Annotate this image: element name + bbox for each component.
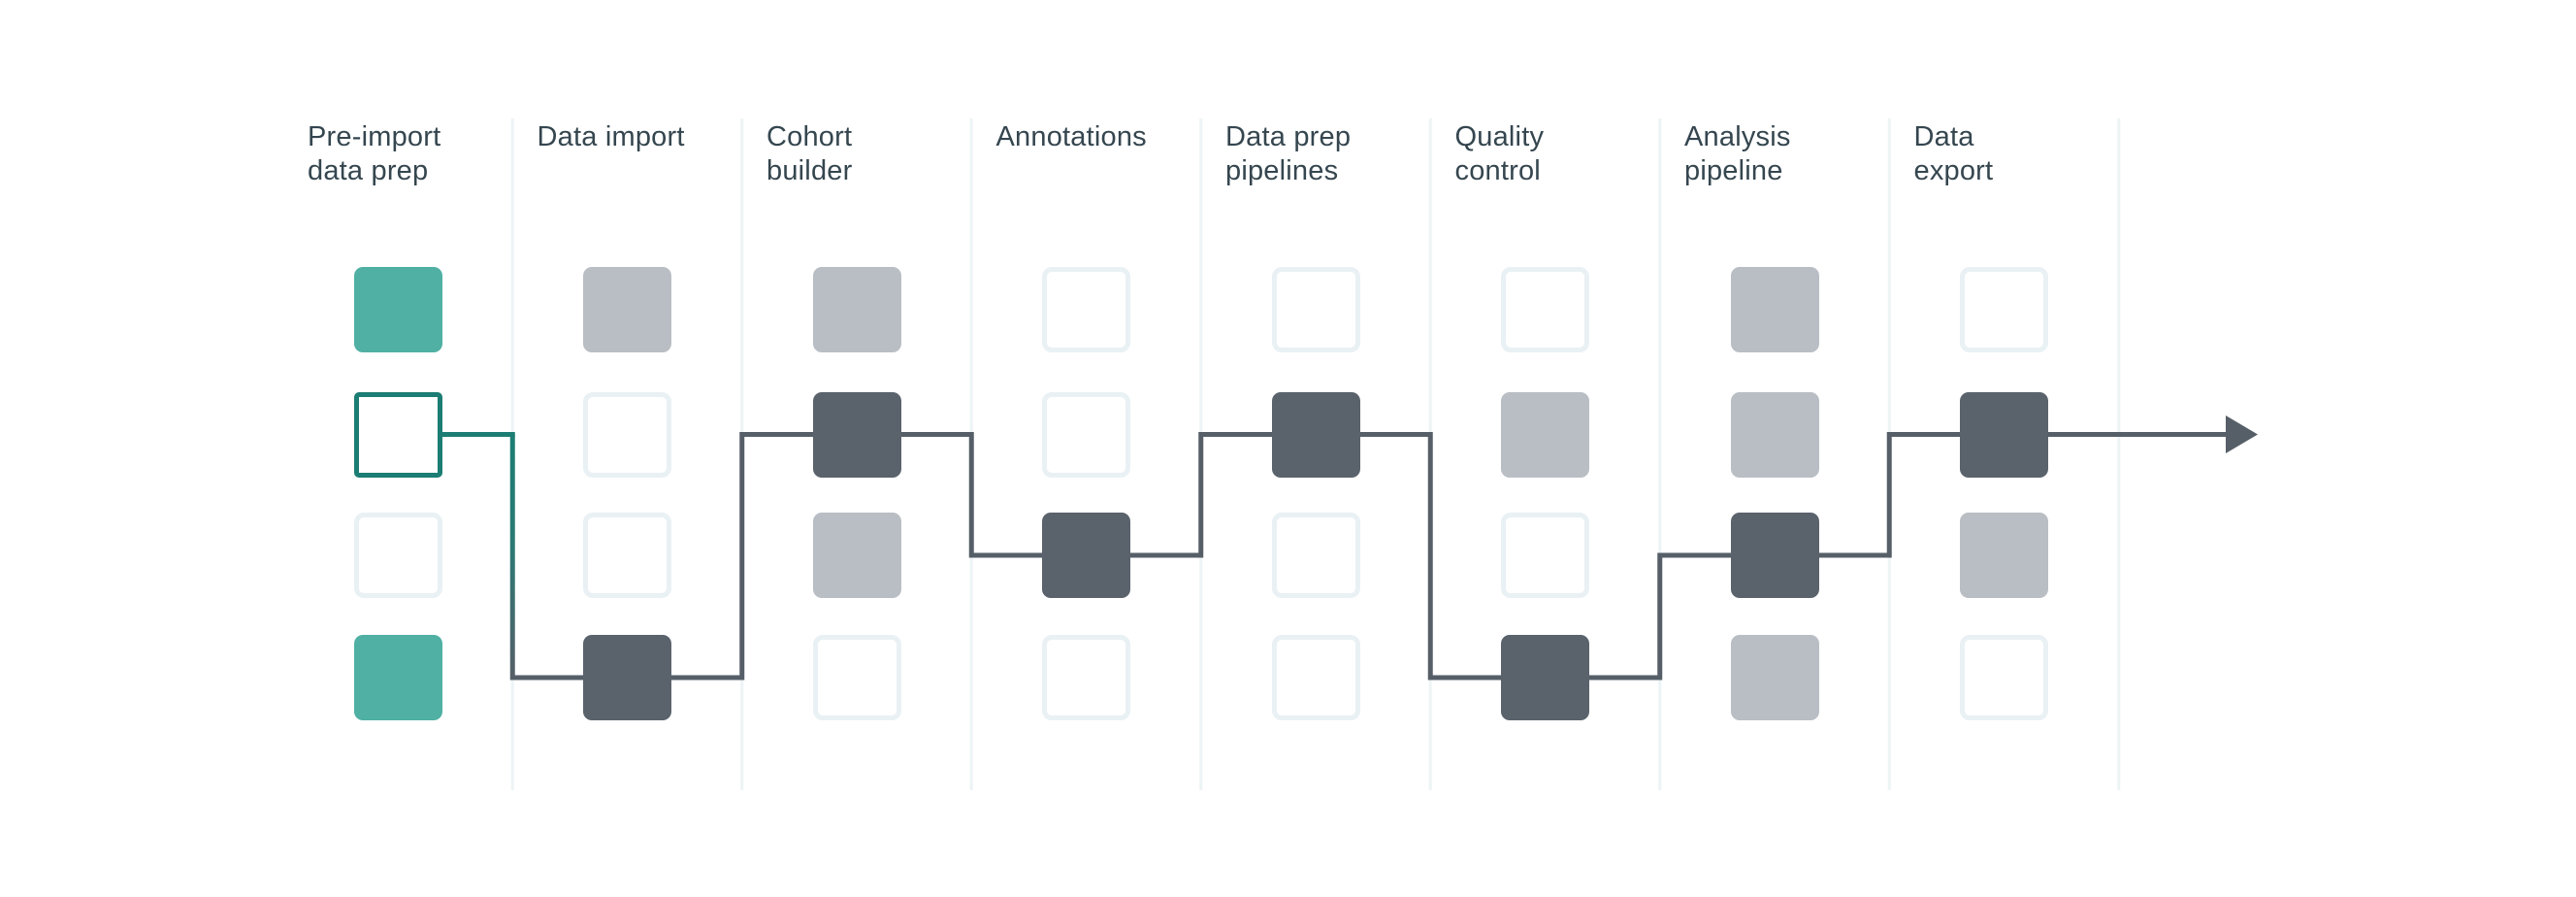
cell-c8-r3-gray <box>1960 513 2048 598</box>
cell-c4-r4-empty <box>1042 635 1130 720</box>
cell-c1-r2-start <box>353 391 442 478</box>
cell-c3-r4-empty <box>812 635 901 720</box>
column-label-6: Quality control <box>1454 121 1545 186</box>
cell-c6-r3-empty <box>1501 513 1589 598</box>
cell-c1-r1-teal <box>353 267 442 352</box>
cell-c4-r2-empty <box>1042 391 1130 478</box>
column-label-7: Analysis pipeline <box>1684 121 1791 186</box>
cell-c4-r3-path <box>1042 513 1130 598</box>
cell-c3-r1-gray <box>812 267 901 352</box>
cell-c3-r2-path <box>812 391 901 478</box>
cell-c6-r4-path <box>1501 635 1589 720</box>
cell-c4-r1-empty <box>1042 267 1130 352</box>
column-label-4: Annotations <box>995 121 1147 152</box>
column-label-1: Pre-import data prep <box>308 121 441 186</box>
column-label-8: Data export <box>1913 121 1994 186</box>
cell-c5-r1-empty <box>1271 267 1360 352</box>
cell-c1-r4-teal <box>353 635 442 720</box>
column-label-3: Cohort builder <box>766 121 853 186</box>
cell-c2-r3-empty <box>583 513 671 598</box>
cell-c7-r4-gray <box>1730 635 1819 720</box>
flow-arrow-icon <box>2226 415 2258 453</box>
cell-c7-r1-gray <box>1730 267 1819 352</box>
cell-c5-r4-empty <box>1271 635 1360 720</box>
cell-c8-r4-empty <box>1960 635 2048 720</box>
cell-c5-r2-path <box>1271 391 1360 478</box>
cell-c7-r2-gray <box>1730 391 1819 478</box>
cell-c6-r2-gray <box>1501 391 1589 478</box>
cell-c8-r2-path <box>1960 391 2048 478</box>
cell-c2-r1-gray <box>583 267 671 352</box>
cell-c2-r2-empty <box>583 391 671 478</box>
column-label-2: Data import <box>537 121 685 152</box>
cell-c1-r3-empty <box>353 513 442 598</box>
cell-c5-r3-empty <box>1271 513 1360 598</box>
cell-c3-r3-gray <box>812 513 901 598</box>
cell-c7-r3-path <box>1730 513 1819 598</box>
cell-c2-r4-path <box>583 635 671 720</box>
column-label-5: Data prep pipelines <box>1225 121 1352 186</box>
cell-c8-r1-empty <box>1960 267 2048 352</box>
cell-c6-r1-empty <box>1501 267 1589 352</box>
